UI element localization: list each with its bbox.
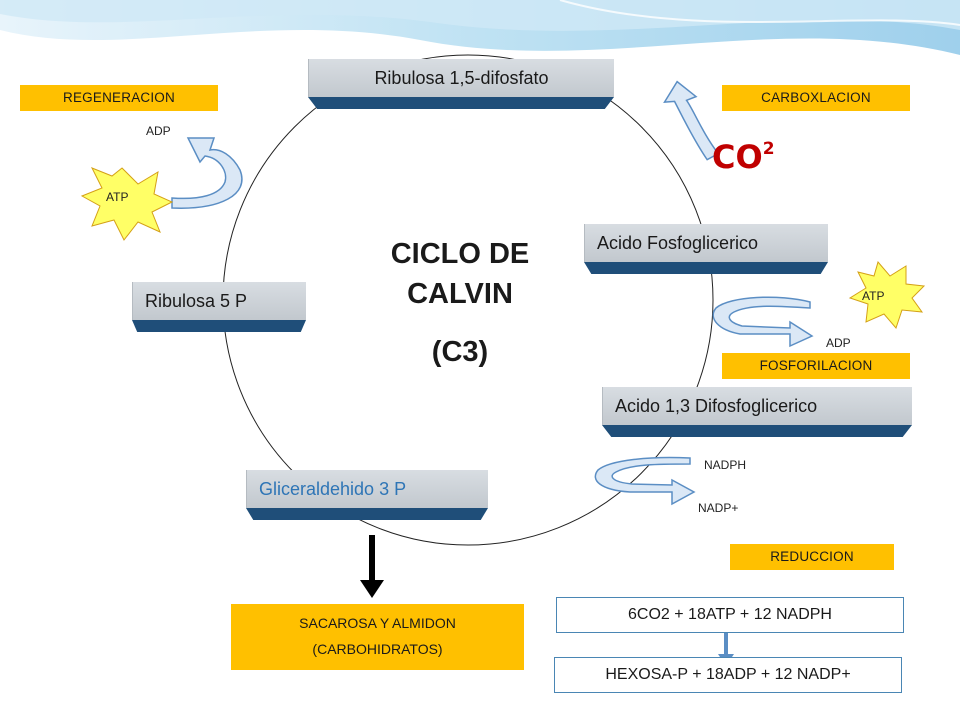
- equation-reactants: 6CO2 + 18ATP + 12 NADPH: [556, 597, 904, 633]
- compound-bevel: [584, 262, 828, 274]
- compound-bevel: [602, 425, 912, 437]
- compound-gliceraldehido-label: Gliceraldehido 3 P: [246, 470, 488, 508]
- stage-regeneracion: REGENERACION: [20, 85, 218, 111]
- atp-star-left: [80, 167, 174, 241]
- compound-gliceraldehido: Gliceraldehido 3 P: [246, 470, 488, 520]
- co2-base: CO: [712, 138, 763, 176]
- stage-reduccion: REDUCCION: [730, 544, 894, 570]
- atp-star-right: [848, 260, 926, 329]
- phosphorylation-arrow: [712, 296, 814, 348]
- stage-fosforilacion: FOSFORILACION: [722, 353, 910, 379]
- cycle-title-line3: (C3): [431, 336, 489, 368]
- atp-label-right: ATP: [862, 289, 885, 303]
- product-line1: SACAROSA Y ALMIDON: [299, 615, 456, 631]
- carboxylation-arrow: [663, 80, 720, 161]
- adp-label-top: ADP: [146, 124, 171, 138]
- nadp-label: NADP+: [698, 501, 739, 515]
- product-arrow: [360, 535, 384, 598]
- atp-label-left: ATP: [106, 190, 129, 204]
- compound-ribulosa-5p-label: Ribulosa 5 P: [132, 282, 306, 320]
- product-box: SACAROSA Y ALMIDON (CARBOHIDRATOS): [231, 604, 524, 670]
- compound-bevel: [132, 320, 306, 332]
- equation-products: HEXOSA-P + 18ADP + 12 NADP+: [554, 657, 902, 693]
- compound-bevel: [308, 97, 614, 109]
- nadph-label: NADPH: [704, 458, 747, 472]
- product-line2: (CARBOHIDRATOS): [312, 641, 443, 657]
- co2-sup: 2: [762, 139, 775, 159]
- compound-acido-difosfoglicerico: Acido 1,3 Difosfoglicerico: [602, 387, 912, 437]
- compound-ribulosa-5p: Ribulosa 5 P: [132, 282, 306, 332]
- cycle-title-line2: CALVIN: [407, 278, 513, 310]
- compound-ribulosa-difosfato-label: Ribulosa 1,5-difosfato: [308, 59, 614, 97]
- compound-acido-fosfoglicerico-label: Acido Fosfoglicerico: [584, 224, 828, 262]
- reduction-arrow: [594, 456, 696, 506]
- compound-ribulosa-difosfato: Ribulosa 1,5-difosfato: [308, 59, 614, 109]
- compound-bevel: [246, 508, 488, 520]
- compound-acido-fosfoglicerico: Acido Fosfoglicerico: [584, 224, 828, 274]
- header-wave: [0, 0, 960, 55]
- cycle-title-line1: CICLO DE: [390, 238, 530, 270]
- adp-label-right: ADP: [826, 336, 851, 350]
- stage-carboxilacion: CARBOXLACION: [722, 85, 910, 111]
- regeneration-arrow: [171, 137, 243, 209]
- compound-acido-difosfoglicerico-label: Acido 1,3 Difosfoglicerico: [602, 387, 912, 425]
- co2-label: CO2: [712, 138, 775, 176]
